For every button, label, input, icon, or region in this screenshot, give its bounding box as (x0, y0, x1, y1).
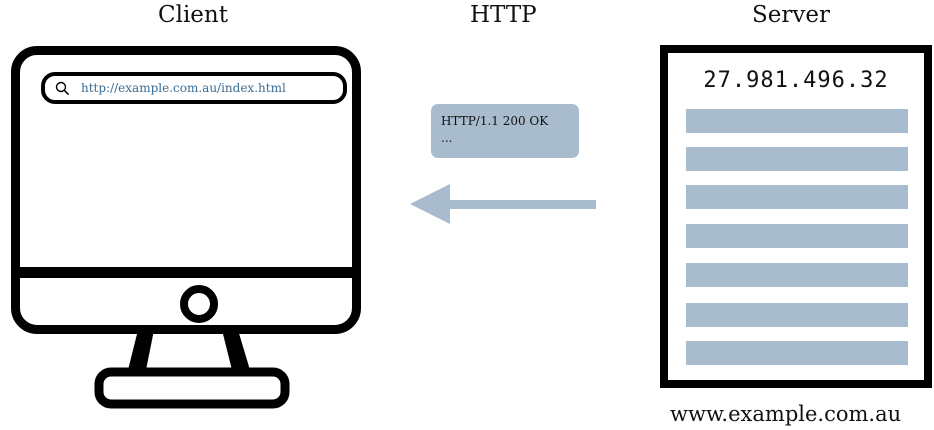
server-content-row (686, 185, 908, 209)
server-content-row (686, 263, 908, 287)
server-content-row (686, 109, 908, 133)
response-status-line: HTTP/1.1 200 OK (441, 114, 549, 128)
server-domain: www.example.com.au (670, 402, 902, 426)
http-heading: HTTP (470, 2, 537, 28)
server-ip-address: 27.981.496.32 (703, 68, 889, 93)
monitor-stand (94, 330, 290, 409)
client-monitor: http://example.com.au/index.html (11, 46, 361, 334)
address-url: http://example.com.au/index.html (81, 81, 286, 95)
client-heading: Client (158, 2, 228, 28)
browser-address-bar[interactable]: http://example.com.au/index.html (41, 72, 347, 104)
search-icon (55, 81, 69, 95)
monitor-chin-divider (20, 267, 352, 278)
server-content-row (686, 224, 908, 248)
server-heading: Server (752, 2, 830, 28)
response-arrow-icon (410, 184, 596, 224)
server-content-row (686, 341, 908, 365)
server-box: 27.981.496.32 (660, 45, 932, 388)
server-content-row (686, 147, 908, 171)
http-response-bubble: HTTP/1.1 200 OK ... (431, 104, 579, 158)
response-ellipsis: ... (441, 131, 453, 145)
server-content-row (686, 303, 908, 327)
power-button-icon (180, 285, 218, 323)
